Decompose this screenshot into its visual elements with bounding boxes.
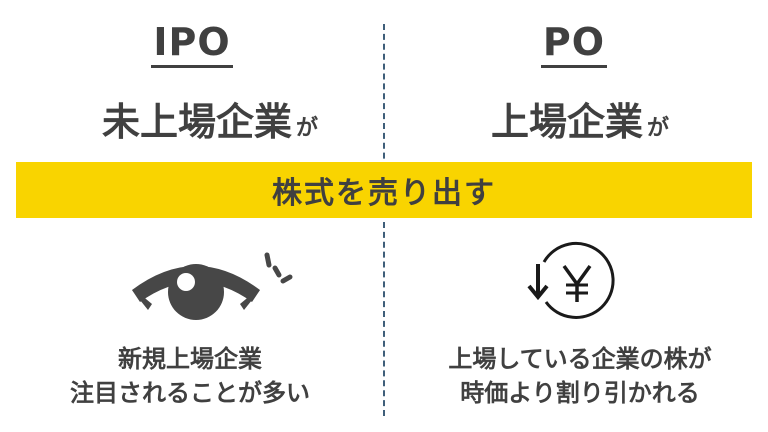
po-subject-text: 上場企業 bbox=[490, 100, 643, 144]
ipo-description-line1: 新規上場企業 bbox=[118, 345, 262, 373]
ipo-description-line2: 注目されることが多い bbox=[70, 379, 310, 407]
po-title: PO bbox=[540, 20, 608, 68]
action-band: 株式を売り出す bbox=[16, 162, 752, 218]
ipo-heading: IPO bbox=[92, 20, 292, 68]
ipo-subject-text: 未上場企業 bbox=[101, 100, 292, 144]
po-subject-particle: が bbox=[647, 116, 670, 141]
po-subject: 上場企業が bbox=[440, 100, 720, 151]
po-heading: PO bbox=[474, 20, 674, 68]
action-band-text: 株式を売り出す bbox=[266, 168, 502, 212]
ipo-title: IPO bbox=[151, 20, 233, 68]
eye-icon bbox=[126, 244, 296, 324]
po-description-line2: 時価より割り引かれる bbox=[460, 379, 700, 407]
center-divider bbox=[383, 24, 385, 416]
ipo-subject: 未上場企業が bbox=[60, 100, 360, 151]
yen-down-circle-icon bbox=[526, 240, 622, 322]
po-description: 上場している企業の株が 時価より割り引かれる bbox=[410, 342, 750, 410]
ipo-description: 新規上場企業 注目されることが多い bbox=[40, 342, 340, 410]
po-description-line1: 上場している企業の株が bbox=[448, 345, 712, 373]
ipo-subject-particle: が bbox=[296, 116, 319, 141]
